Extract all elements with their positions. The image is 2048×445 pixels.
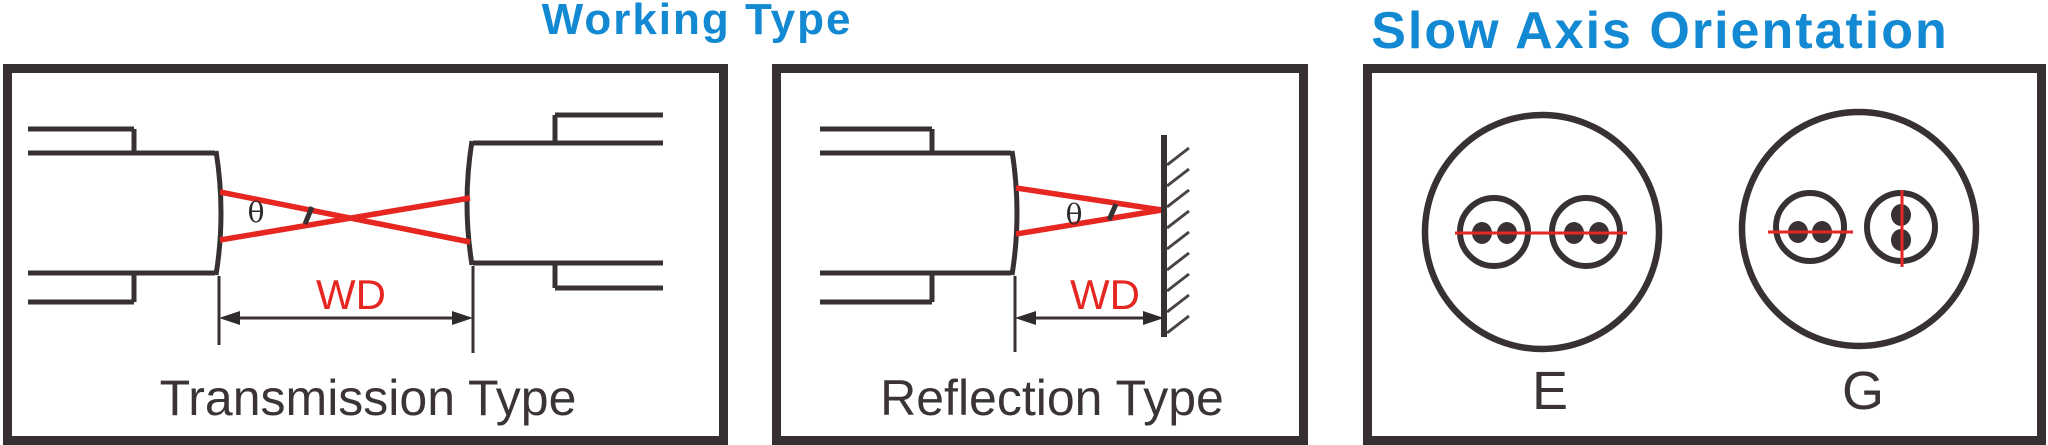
reflection-angle-label: θ (1065, 198, 1083, 231)
transmission-working-distance-label: WD (316, 271, 386, 318)
orientation-g-label: G (1841, 361, 1885, 421)
transmission-caption: Transmission Type (159, 370, 577, 426)
reflection-caption: Reflection Type (880, 370, 1224, 426)
reflection-working-distance-label: WD (1070, 271, 1140, 318)
slow-axis-orientation-title: Slow Axis Orientation (1371, 2, 1949, 60)
slow-axis-panel (1363, 64, 2046, 445)
working-type-title: Working Type (541, 0, 853, 44)
orientation-e-label: E (1531, 361, 1569, 421)
transmission-angle-label: θ (247, 196, 265, 229)
